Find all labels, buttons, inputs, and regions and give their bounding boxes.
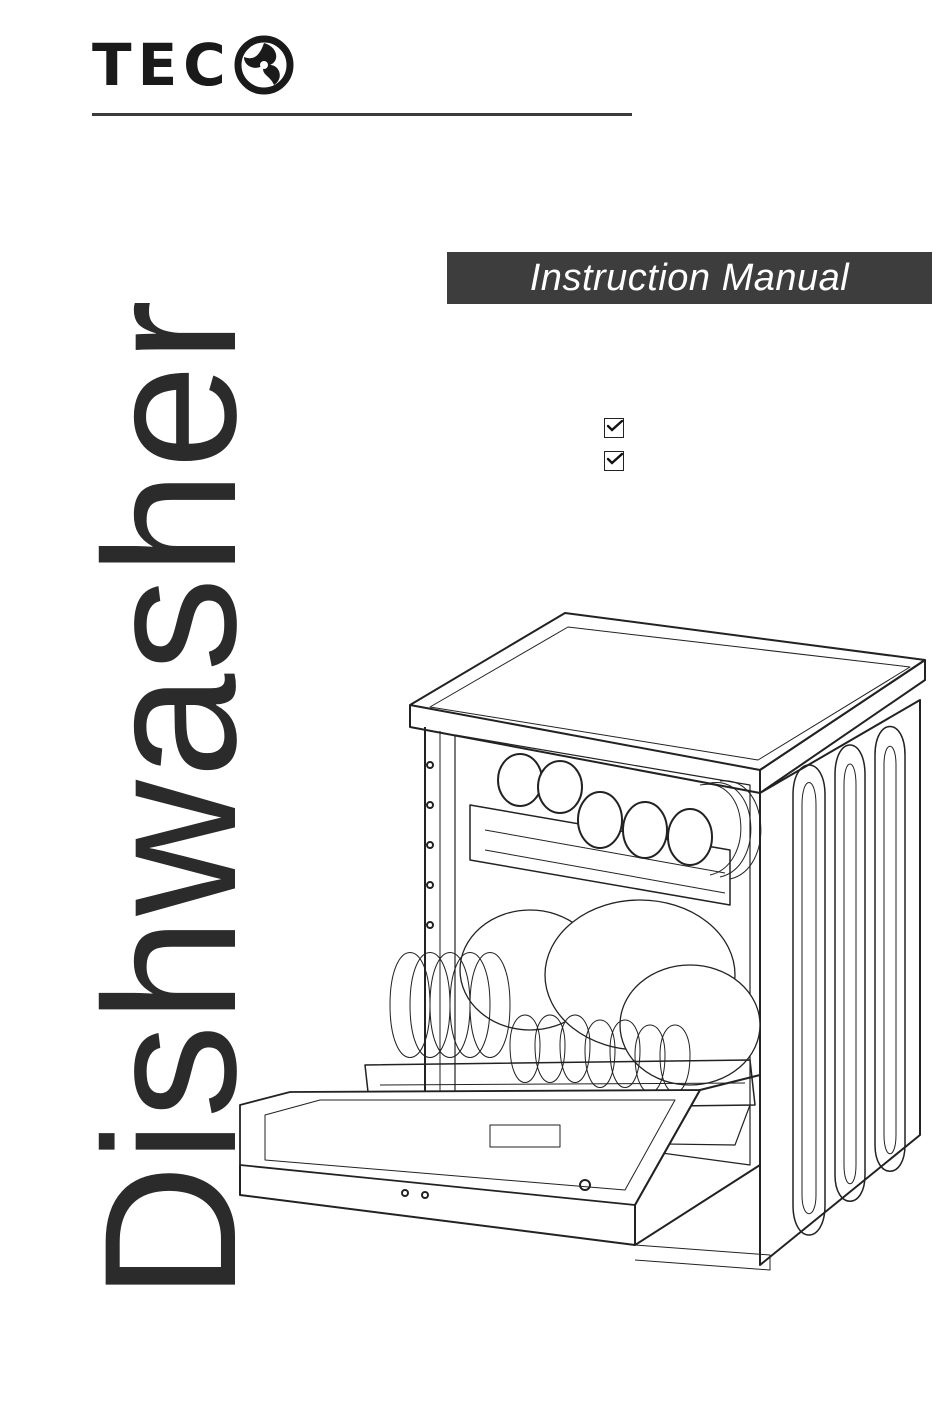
- banner-text: Instruction Manual: [530, 257, 850, 300]
- product-title: Dishwasher: [90, 240, 250, 1300]
- checkmark-icon: [606, 417, 624, 435]
- checkbox-1[interactable]: [604, 418, 624, 438]
- dishwasher-line-drawing-icon: [230, 605, 940, 1285]
- fan-swirl-icon: [234, 35, 294, 95]
- brand-name: TEC: [92, 36, 232, 94]
- manual-banner: Instruction Manual: [447, 252, 932, 304]
- header-divider: [92, 113, 632, 116]
- checkmark-icon: [606, 450, 624, 468]
- checkbox-2[interactable]: [604, 451, 624, 471]
- brand-header: TEC: [92, 30, 294, 100]
